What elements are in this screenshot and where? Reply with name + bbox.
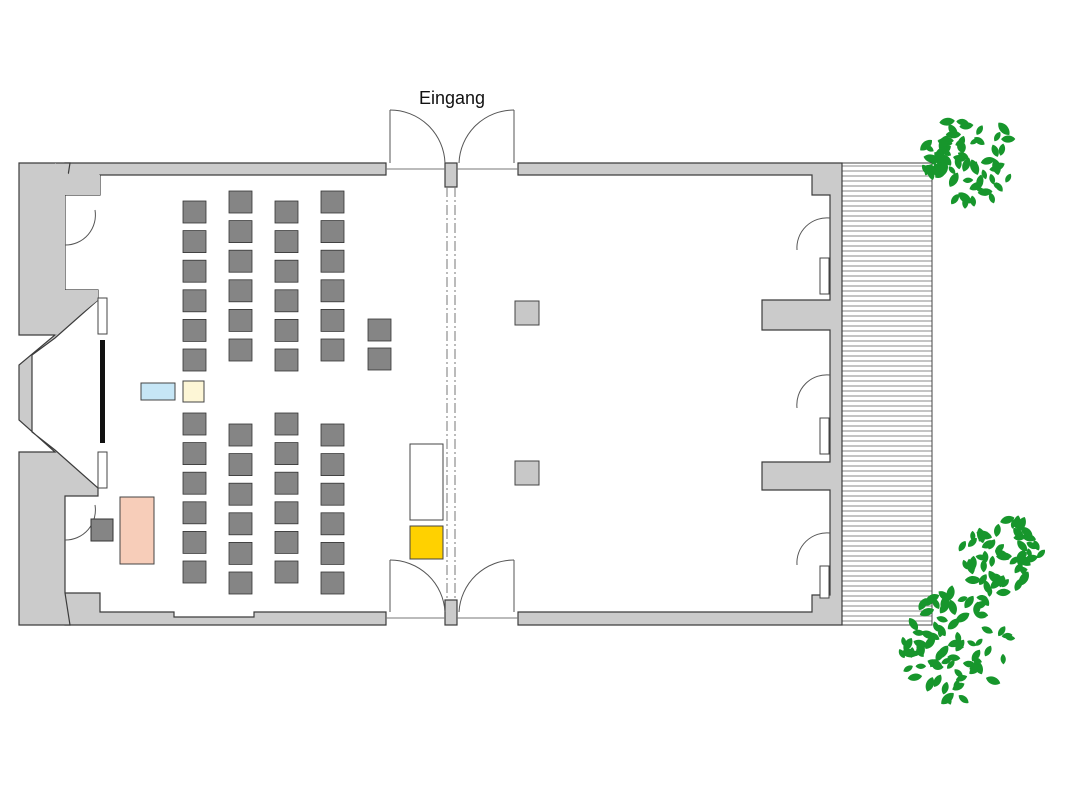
chair	[182, 412, 207, 436]
chair	[274, 259, 299, 283]
chair	[228, 512, 253, 536]
tree-icon	[956, 514, 1048, 597]
chair	[320, 338, 345, 362]
chair	[228, 482, 253, 506]
seating	[182, 190, 392, 595]
chair	[274, 348, 299, 372]
chair	[320, 453, 345, 477]
chair	[274, 560, 299, 584]
chair	[367, 347, 392, 371]
chair	[182, 501, 207, 525]
chair	[274, 531, 299, 554]
projection-screen	[100, 340, 105, 443]
chair	[274, 412, 299, 436]
chair	[182, 442, 207, 466]
chair	[182, 259, 207, 283]
chair	[182, 318, 207, 342]
chair	[228, 190, 253, 214]
chair	[320, 279, 345, 303]
chair	[228, 220, 253, 244]
chair	[274, 501, 299, 525]
partition-wall	[444, 162, 458, 626]
chair	[228, 571, 253, 595]
desk-chair	[90, 518, 114, 542]
chair	[320, 220, 345, 244]
chair	[320, 482, 345, 506]
chair	[182, 230, 207, 254]
terrace-right	[841, 162, 933, 626]
pillar	[514, 300, 540, 326]
chair	[274, 200, 299, 224]
chair	[182, 348, 207, 372]
chair	[182, 560, 207, 584]
chair	[228, 338, 253, 362]
chair	[320, 249, 345, 273]
counter	[409, 443, 444, 521]
chair	[182, 200, 207, 224]
chair	[320, 571, 345, 595]
chair	[182, 531, 207, 554]
chair	[182, 471, 207, 495]
chair	[274, 442, 299, 466]
chair	[320, 542, 345, 565]
chair	[274, 230, 299, 254]
walls-left-room	[18, 162, 387, 626]
chair	[320, 308, 345, 332]
chair	[274, 471, 299, 495]
table-blue	[140, 382, 176, 401]
chair	[274, 318, 299, 342]
door-openings	[386, 168, 518, 619]
chair	[228, 542, 253, 565]
chair	[367, 318, 392, 342]
chair	[228, 453, 253, 477]
table-cream	[182, 380, 205, 403]
chair	[182, 289, 207, 313]
chair	[228, 249, 253, 273]
chair	[320, 190, 345, 214]
door-swing	[64, 109, 831, 613]
chair	[320, 512, 345, 536]
chair	[320, 423, 345, 447]
desk	[119, 496, 155, 565]
chair	[274, 289, 299, 313]
chair	[228, 279, 253, 303]
yellow-block	[409, 525, 444, 560]
pillar	[514, 460, 540, 486]
entrance-label: Eingang	[419, 88, 485, 108]
chair	[228, 308, 253, 332]
walls-right-room	[517, 162, 843, 626]
chair	[228, 423, 253, 447]
